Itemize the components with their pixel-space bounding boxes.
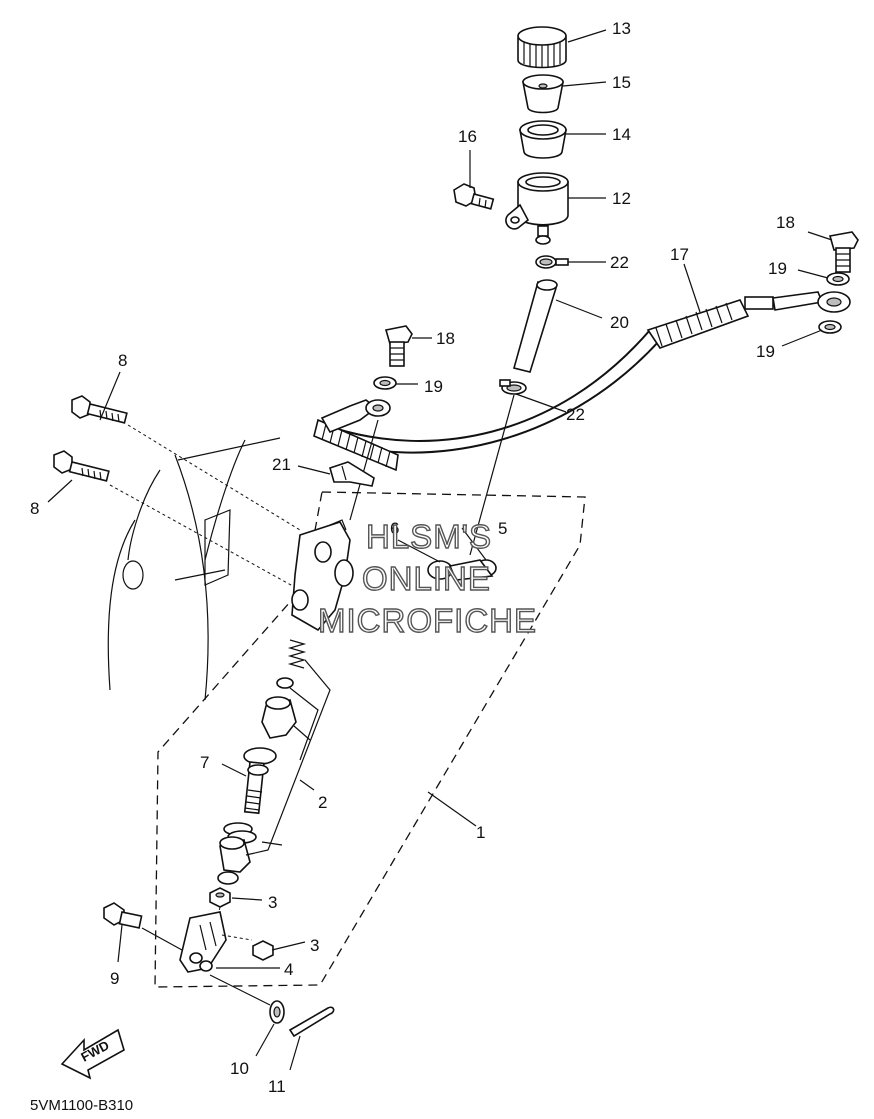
washer-19-right-upper xyxy=(826,272,850,286)
callout-16: 16 xyxy=(458,127,477,146)
reservoir-hose-20 xyxy=(513,279,558,373)
brake-hose-17 xyxy=(313,291,851,472)
callout-2: 2 xyxy=(318,793,327,812)
watermark-line-3: MICROFICHE xyxy=(318,602,537,639)
cotter-pin-11 xyxy=(288,1006,335,1038)
cup xyxy=(276,677,294,689)
bolt-8-lower-path xyxy=(109,484,301,591)
union-bolt-18-right xyxy=(828,231,859,273)
callout-18-left: 18 xyxy=(436,329,455,348)
callout-12: 12 xyxy=(612,189,631,208)
bolt-8-upper-path xyxy=(127,424,301,531)
kit-bracket-piston xyxy=(293,725,311,741)
master-cylinder-body xyxy=(291,519,354,632)
bolt-8-lower xyxy=(53,450,110,482)
watermark-line-2: ONLINE xyxy=(362,560,491,597)
inlet-fitting-5 xyxy=(427,559,497,581)
nut-3-lower-path xyxy=(221,934,253,941)
union-bolt-18-left xyxy=(384,325,413,367)
callout-10: 10 xyxy=(230,1059,249,1078)
kit-bracket-rings xyxy=(261,841,283,846)
washer-10 xyxy=(269,1000,285,1024)
bolt-18-left-leader xyxy=(349,419,379,521)
callout-6: 6 xyxy=(390,519,399,538)
callout-1: 1 xyxy=(476,823,485,842)
callout-labels: 1 2 3 3 4 5 6 7 8 8 9 10 11 12 13 14 15 … xyxy=(30,19,795,1096)
bolt-8-upper xyxy=(71,395,128,424)
washer-10-path xyxy=(209,974,271,1006)
hose-clip-22-lower xyxy=(499,379,527,395)
watermark-line-1: HLSM'S xyxy=(366,518,492,555)
callout-14: 14 xyxy=(612,125,631,144)
nut-3-lower xyxy=(252,940,274,961)
leader-lines xyxy=(47,29,833,1071)
reservoir-cap-13 xyxy=(517,26,567,69)
callout-4: 4 xyxy=(284,960,293,979)
callout-8-upper: 8 xyxy=(118,351,127,370)
pushrod-7 xyxy=(243,747,277,815)
kit-bracket-upper xyxy=(245,659,331,856)
assembly-boundary xyxy=(154,491,586,988)
callout-18-right: 18 xyxy=(776,213,795,232)
callout-19-left: 19 xyxy=(424,377,443,396)
pin-9 xyxy=(103,902,143,929)
callout-22-upper: 22 xyxy=(610,253,629,272)
diaphragm-14 xyxy=(519,120,567,159)
washer-19-left xyxy=(373,376,397,390)
diaphragm-plate-15 xyxy=(522,74,564,114)
bracket-21 xyxy=(329,461,375,487)
screw-16 xyxy=(453,183,495,210)
hose-20-leader xyxy=(469,394,515,556)
reservoir-tank-12 xyxy=(505,172,569,245)
callout-17: 17 xyxy=(670,245,689,264)
callout-11: 11 xyxy=(268,1077,286,1096)
kit-bracket-mid xyxy=(289,687,319,761)
callout-13: 13 xyxy=(612,19,631,38)
callout-5: 5 xyxy=(498,519,507,538)
frame-outline xyxy=(107,437,281,701)
callout-3-upper: 3 xyxy=(268,893,277,912)
callout-8-lower: 8 xyxy=(30,499,39,518)
callout-7: 7 xyxy=(200,753,209,772)
watermark: HLSM'S ONLINE MICROFICHE xyxy=(317,517,537,639)
callout-22-lower: 22 xyxy=(566,405,585,424)
clevis-4 xyxy=(179,911,227,973)
boot xyxy=(217,836,251,885)
hose-clip-22-upper xyxy=(535,255,569,269)
callout-21: 21 xyxy=(272,455,291,474)
callout-19-right-upper: 19 xyxy=(768,259,787,278)
nut-3-upper xyxy=(209,887,231,908)
pin-9-path xyxy=(141,927,183,951)
callout-20: 20 xyxy=(610,313,629,332)
piston xyxy=(261,696,297,739)
washer-19-right-lower xyxy=(818,320,842,334)
fwd-arrow-icon xyxy=(60,1028,125,1080)
callout-3-lower: 3 xyxy=(310,936,319,955)
callout-19-right-lower: 19 xyxy=(756,342,775,361)
spring xyxy=(287,639,307,669)
callout-15: 15 xyxy=(612,73,631,92)
callout-9: 9 xyxy=(110,969,119,988)
diagram-code: 5VM1100-B310 xyxy=(30,1097,133,1114)
